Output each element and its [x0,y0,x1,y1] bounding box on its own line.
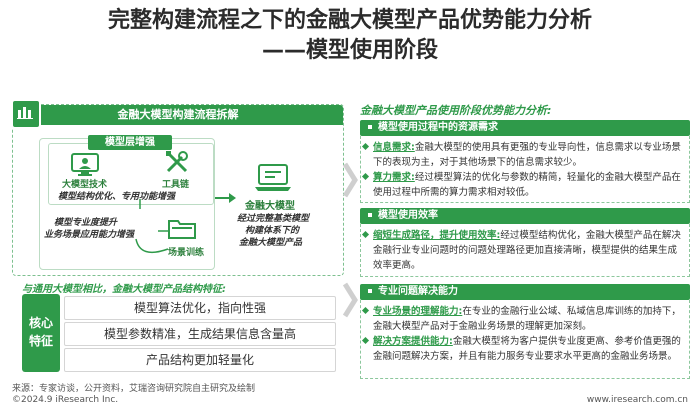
diagram-header: 金融大模型构建流程拆解 [13,105,343,125]
connector-lines [135,199,169,254]
source-note: 来源：专家访谈，公开资料，艾瑞咨询研究院自主研究及绘制 [12,384,256,394]
core-feature-tag: 核心 特征 [22,294,60,372]
section-body-problem-solving: 专业场景的理解能力:在专业的金融行业公域、私域信息库训练的加持下，金融大模型产品… [360,300,690,379]
list-item: 专业场景的理解能力:在专业的金融行业公域、私域信息库训练的加持下，金融大模型产品… [361,304,685,334]
node3-line2: 业务场景应用能力增强 [44,230,135,240]
features-title: 与通用大模型相比，金融大模型产品结构特征: [22,284,226,295]
list-item: 信息需求:金融大模型的使用具有更强的专业导向性，信息需求以专业场景下的表现为主，… [361,140,685,170]
process-diagram: 金融大模型构建流程拆解 模型层增强 大模型技术 模型结构优化、专用功能增强 工具… [11,99,344,276]
section-header-efficiency: 模型使用效率 [360,208,690,224]
feature-item-3: 产品结构更加轻量化 [64,348,336,372]
list-item: 缩短生成路径，提升使用效率:经过模型结构优化，金融大模型产品在解决金融行业专业问… [361,228,685,273]
node1-sub: 模型结构优化、专用功能增强 [58,192,176,202]
copyright: ©2024.9 iResearch Inc. [12,395,119,405]
ai-monitor-icon [70,153,100,181]
node4-label: 场景训练 [168,248,205,258]
layer-tag: 模型层增强 [88,135,172,150]
feature-item-1: 模型算法优化，指向性强 [64,296,336,320]
node3-line1: 模型专业度提升 [54,218,118,228]
feature-item-2: 模型参数精准，生成结果信息含量高 [64,322,336,346]
flow-arrow-icon [215,193,236,203]
node1-label: 大模型技术 [62,180,108,190]
chevron-right-icon [343,282,358,318]
right-sub3: 金融大模型产品 [239,238,303,248]
right-sub2: 构建体系下的 [245,226,300,236]
list-item: 解决方案提供能力:金融大模型将为客户提供专业度更高、参考价值更强的金融问题解决方… [361,334,685,364]
website-url: www.iresearch.com.cn [586,395,688,405]
chevron-right-icon [343,162,358,198]
building-icon [11,99,41,129]
laptop-icon [253,163,293,197]
section-body-efficiency: 缩短生成路径，提升使用效率:经过模型结构优化，金融大模型产品在解决金融行业专业问… [360,224,690,277]
node2-label: 工具链 [162,180,190,190]
right-title: 金融大模型产品使用阶段优势能力分析: [360,104,552,117]
section-header-resources: 模型使用过程中的资源需求 [360,120,690,136]
tools-icon [164,149,190,179]
page-title: 完整构建流程之下的金融大模型产品优势能力分析 [107,8,592,33]
right-label: 金融大模型 [245,201,295,212]
list-item: 算力需求:经过模型算法的优化与参数的精简，轻量化的金融大模型产品在使用过程中所需… [361,170,685,200]
page-subtitle: ——模型使用阶段 [261,38,438,63]
section-body-resources: 信息需求:金融大模型的使用具有更强的专业导向性，信息需求以专业场景下的表现为主，… [360,136,690,203]
right-sub1: 经过完整基类模型 [237,214,310,224]
section-header-problem-solving: 专业问题解决能力 [360,284,690,300]
folder-icon [168,217,196,243]
layer-box: 模型层增强 大模型技术 模型结构优化、专用功能增强 工具链 模型专业度提升 业务… [39,135,215,270]
